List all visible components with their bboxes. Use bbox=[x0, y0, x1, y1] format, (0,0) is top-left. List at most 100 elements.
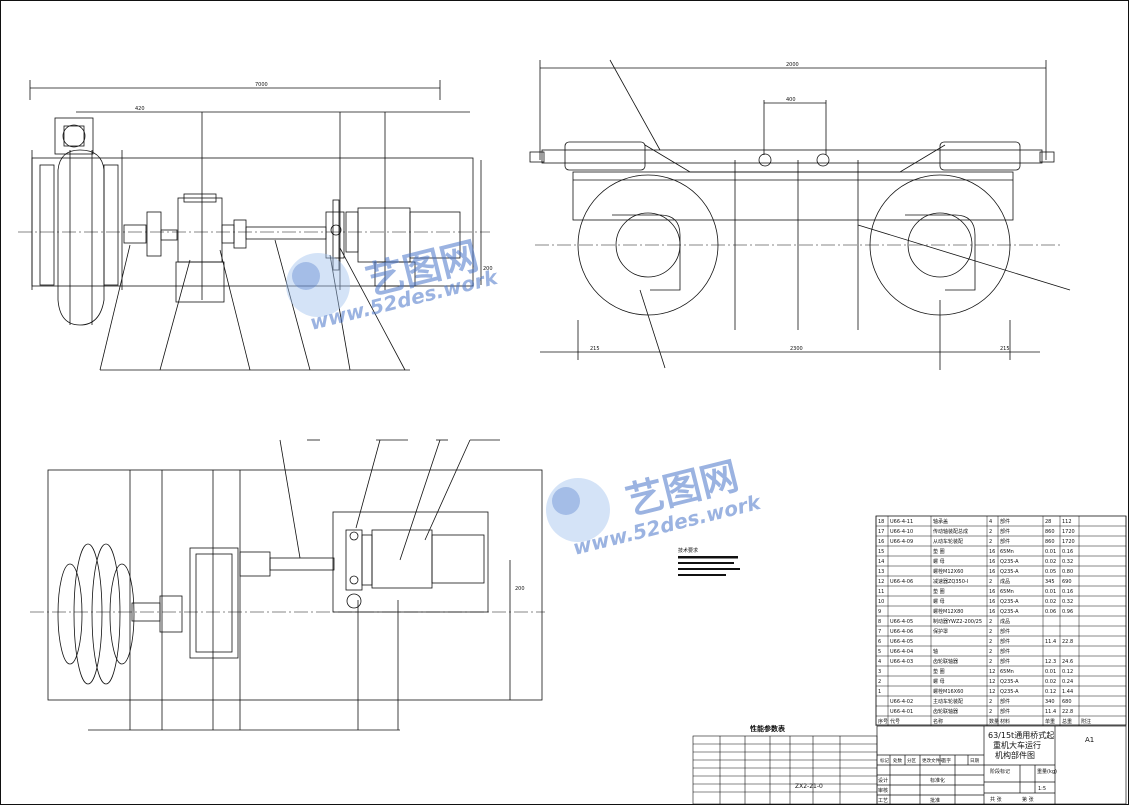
bom-cell-name: 螺 母 bbox=[933, 598, 945, 605]
bom-cell-name: 轴 bbox=[933, 648, 938, 655]
bom-cell-name: 螺 母 bbox=[933, 678, 945, 685]
sign-design: 设计 bbox=[878, 777, 888, 784]
bom-cell-w2: 22.8 bbox=[1062, 709, 1073, 715]
bom-cell-w2: 1720 bbox=[1062, 539, 1075, 545]
bom-cell-qty: 12 bbox=[989, 689, 995, 695]
bom-cell-no: 17 bbox=[878, 529, 884, 535]
bom-header-cell: 总重 bbox=[1062, 718, 1072, 725]
drawing-title-line-2: 重机大车运行 bbox=[993, 740, 1041, 750]
bom-cell-w1: 0.06 bbox=[1045, 609, 1056, 615]
bom-cell-w1: 0.02 bbox=[1045, 559, 1056, 565]
drawing-title-line-1: 63/15t通用桥式起 bbox=[988, 730, 1054, 740]
bom-cell-no: 8 bbox=[878, 619, 881, 625]
bom-cell-mat: Q235-A bbox=[1000, 609, 1019, 615]
bom-cell-no: 2 bbox=[878, 679, 881, 685]
bom-cell-qty: 16 bbox=[989, 609, 995, 615]
bom-cell-name: 制动器YWZ2-200/25 bbox=[933, 618, 982, 625]
bom-cell-no: 18 bbox=[878, 519, 884, 525]
approve-standard: 标准化 bbox=[930, 777, 945, 784]
bom-cell-qty: 16 bbox=[989, 599, 995, 605]
bom-cell-name: 螺栓M12X60 bbox=[933, 568, 963, 575]
parameter-table-title: 性能参数表 bbox=[750, 724, 786, 733]
bom-cell-w2: 0.32 bbox=[1062, 599, 1073, 605]
sheet-count: 共 张 bbox=[990, 796, 1002, 803]
bom-cell-qty: 2 bbox=[989, 539, 992, 545]
bom-cell-w2: 0.24 bbox=[1062, 679, 1073, 685]
bom-header-cell: 附注 bbox=[1081, 718, 1091, 725]
bom-cell-no: 15 bbox=[878, 549, 884, 555]
view-plan: 200 bbox=[30, 439, 545, 731]
bom-cell-no: 4 bbox=[878, 659, 881, 665]
bom-cell-qty: 2 bbox=[989, 649, 992, 655]
bom-cell-w1: 860 bbox=[1045, 539, 1055, 545]
svg-text:200: 200 bbox=[515, 586, 525, 592]
sheet-size: A1 bbox=[1085, 736, 1094, 744]
svg-text:2000: 2000 bbox=[786, 62, 799, 68]
title-block bbox=[876, 725, 1127, 805]
bom-cell-code: U66-4-11 bbox=[890, 519, 913, 525]
bom-cell-no: 14 bbox=[878, 559, 884, 565]
bom-cell-qty: 4 bbox=[989, 519, 992, 525]
bom-cell-qty: 12 bbox=[989, 669, 995, 675]
bom-cell-no: 5 bbox=[878, 649, 881, 655]
bom-header-cell: 序号 bbox=[878, 718, 888, 725]
bom-cell-qty: 2 bbox=[989, 529, 992, 535]
bom-cell-name: 主动车轮装配 bbox=[933, 698, 963, 705]
rev-header-mark: 标记 bbox=[880, 757, 889, 764]
bom-cell-code: U66-4-05 bbox=[890, 639, 913, 645]
svg-text:技术要求: 技术要求 bbox=[678, 547, 698, 554]
bom-cell-qty: 2 bbox=[989, 709, 992, 715]
bom-cell-w1: 28 bbox=[1045, 519, 1051, 525]
bom-cell-mat: 部件 bbox=[1000, 658, 1010, 665]
bom-cell-mat: 部件 bbox=[1000, 528, 1010, 535]
svg-text:2300: 2300 bbox=[790, 346, 803, 352]
bom-cell-mat: 部件 bbox=[1000, 698, 1010, 705]
drawing-number: ZX2-21-0 bbox=[795, 783, 823, 790]
bom-cell-w1: 0.01 bbox=[1045, 589, 1056, 595]
bom-cell-code: U66-4-10 bbox=[890, 529, 913, 535]
view-end-elevation: 2000 400 215 2300 215 bbox=[529, 59, 1071, 370]
bom-cell-w1: 340 bbox=[1045, 699, 1055, 705]
bom-cell-code: U66-4-05 bbox=[890, 619, 913, 625]
bom-cell-w1: 860 bbox=[1045, 529, 1055, 535]
bom-cell-mat: 部件 bbox=[1000, 518, 1010, 525]
bom-cell-w1: 11.4 bbox=[1045, 639, 1056, 645]
bom-row: 9 螺栓M12X80 16 Q235-A 0.06 0.96 bbox=[876, 608, 1126, 617]
bom-cell-code: U66-4-03 bbox=[890, 659, 913, 665]
bom-cell-no: 6 bbox=[878, 639, 881, 645]
bom-cell-qty: 16 bbox=[989, 589, 995, 595]
bom-cell-w2: 112 bbox=[1062, 519, 1072, 525]
svg-text:400: 400 bbox=[786, 97, 796, 103]
bom-cell-name: 螺栓M12X80 bbox=[933, 608, 963, 615]
bom-cell-code: U66-4-02 bbox=[890, 699, 913, 705]
bom-cell-code: U66-4-01 bbox=[890, 709, 913, 715]
svg-text:215: 215 bbox=[1000, 346, 1010, 352]
bom-cell-w1: 0.02 bbox=[1045, 679, 1056, 685]
approve-final: 批准 bbox=[930, 797, 940, 804]
title-block-text: 63/15t通用桥式起 重机大车运行 机构部件图 A1 重量(kg) 阶段标记 … bbox=[795, 730, 1094, 804]
bom-cell-mat: 部件 bbox=[1000, 538, 1010, 545]
technical-notes: 技术要求 bbox=[678, 547, 740, 576]
bom-cell-mat: 成品 bbox=[1000, 618, 1010, 625]
bom-cell-mat: 成品 bbox=[1000, 578, 1010, 585]
bom-cell-no: 9 bbox=[878, 609, 881, 615]
bom-header-row: 序号代号名称数量材料单重总重附注 bbox=[878, 718, 1091, 725]
bom-cell-no: 12 bbox=[878, 579, 884, 585]
bom-cell-qty: 2 bbox=[989, 659, 992, 665]
bom-cell-name: 传动轴装配总成 bbox=[933, 528, 968, 535]
sign-review: 审核 bbox=[878, 787, 888, 794]
bom-cell-w1: 0.01 bbox=[1045, 549, 1056, 555]
bom-cell-w1: 12.3 bbox=[1045, 659, 1056, 665]
bom-cell-w2: 0.96 bbox=[1062, 609, 1073, 615]
svg-text:420: 420 bbox=[135, 106, 145, 112]
bom-cell-mat: Q235-A bbox=[1000, 569, 1019, 575]
bom-cell-qty: 16 bbox=[989, 549, 995, 555]
